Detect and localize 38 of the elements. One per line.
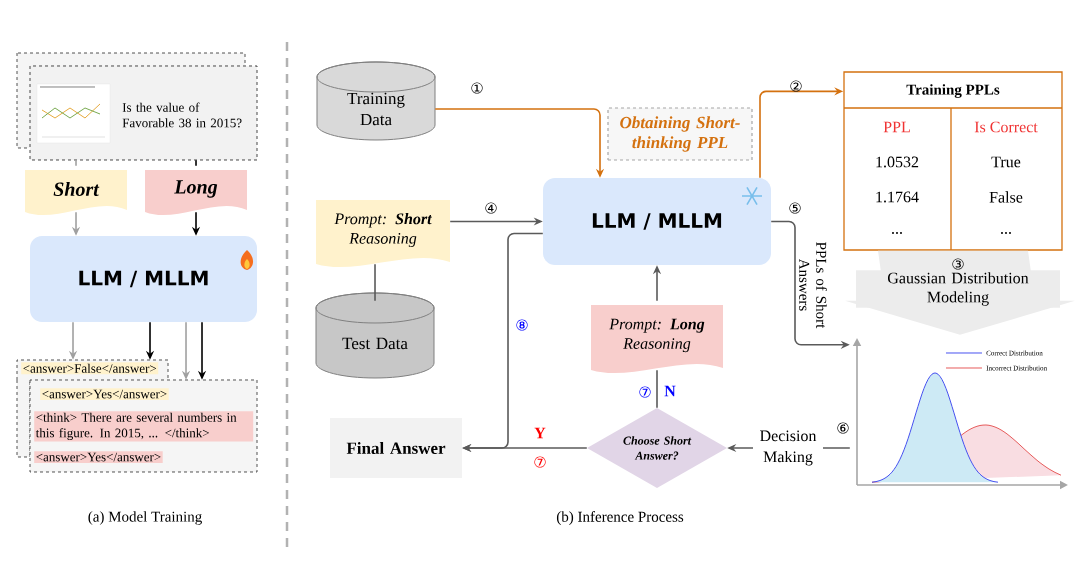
- table-cell: 1.0532: [876, 156, 919, 168]
- connector-line: [656, 369, 658, 409]
- dashed-box: Obtaining Short-thinking PPL: [607, 107, 753, 161]
- panel-caption: (a) Model Training: [88, 511, 202, 525]
- edge-label: N: [664, 385, 676, 397]
- node-label: <answer>False</answer>: [23, 363, 157, 373]
- connector-line: [374, 263, 376, 302]
- table-cell: 1.1764: [876, 191, 919, 203]
- connector-line: [75, 159, 77, 167]
- step-number: ⑦: [639, 386, 651, 398]
- prompt-band: Short: [25, 170, 127, 216]
- database-cylinder: Training Data: [316, 61, 436, 141]
- table-cell: ...: [892, 232, 902, 234]
- table-cell: True: [991, 156, 1021, 168]
- table-cell: ...: [1001, 232, 1011, 234]
- step-number: ⑧: [516, 319, 528, 331]
- step-number: ⑤: [789, 202, 801, 214]
- model-box: LLM / MLLM: [30, 236, 257, 322]
- prompt-document: Prompt: Long Reasoning: [591, 305, 723, 374]
- step-number: ⑥: [837, 422, 849, 434]
- edge-label: Y: [534, 427, 546, 439]
- table-header-cell: Is Correct: [974, 121, 1038, 133]
- step-number: ⑦: [534, 456, 546, 468]
- prompt-document: Prompt: Short Reasoning: [316, 200, 450, 268]
- database-cylinder: Test Data: [315, 292, 435, 379]
- step-number: ②: [790, 80, 802, 92]
- connector-line: [195, 159, 197, 167]
- step-number: ①: [471, 82, 483, 94]
- step-number: ④: [485, 202, 497, 214]
- model-box: LLM / MLLM: [543, 178, 771, 265]
- table-cell: False: [989, 191, 1023, 203]
- edge-label: Decision Making: [753, 428, 823, 468]
- prompt-band: Long: [145, 170, 247, 216]
- edge-label: Gaussian Distribution Modeling: [856, 270, 1060, 308]
- edge-label: PPLs of Short Answers: [799, 242, 827, 329]
- panel-caption: (b) Inference Process: [556, 511, 684, 525]
- table-header-cell: PPL: [883, 121, 910, 133]
- result-box: Final Answer: [330, 418, 462, 478]
